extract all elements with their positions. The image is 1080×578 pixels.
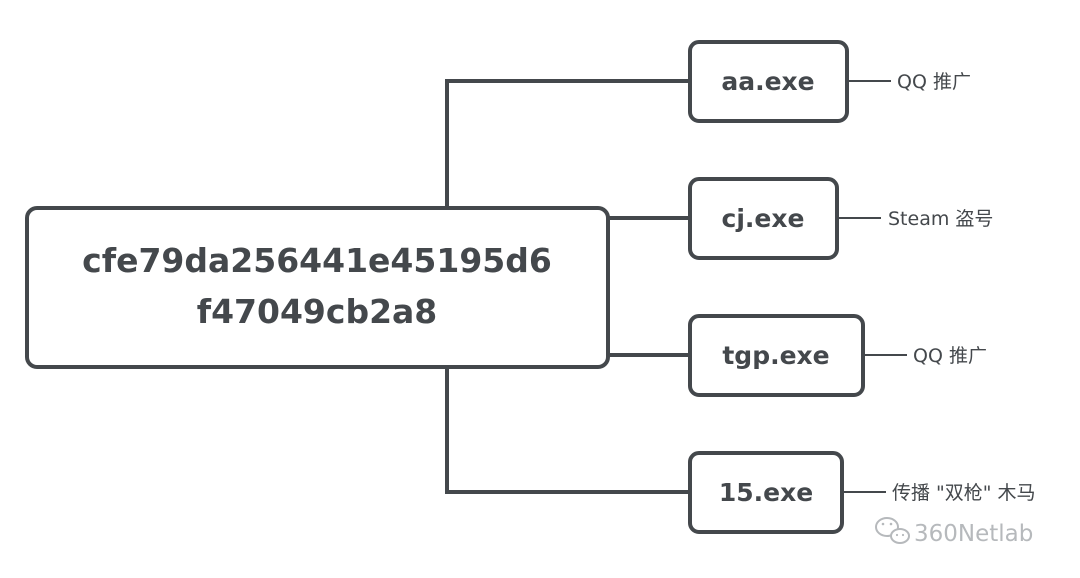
watermark-text: 360Netlab: [914, 521, 1033, 547]
root-hash-line-1: cfe79da256441e45195d6: [82, 241, 552, 280]
child-box-tgp: [688, 314, 865, 397]
connector-aa: [445, 79, 692, 210]
child-name-15: 15.exe: [719, 478, 813, 507]
root-node: cfe79da256441e45195d6 f47049cb2a8: [25, 206, 610, 369]
child-node-15: 15.exe: [688, 451, 844, 534]
connectors: [445, 79, 907, 494]
watermark: 360Netlab: [875, 517, 1033, 547]
child-label-15: 传播 "双枪" 木马: [892, 482, 1036, 504]
child-box-cj: [688, 177, 839, 260]
wechat-icon: [875, 517, 910, 544]
child-label-aa: QQ 推广: [897, 71, 971, 93]
child-name-cj: cj.exe: [722, 204, 805, 233]
connector-15: [445, 365, 692, 494]
child-label-cj: Steam 盗号: [888, 208, 993, 230]
child-box-aa: [688, 40, 849, 123]
child-label-tgp: QQ 推广: [913, 345, 987, 367]
child-box-15: [688, 451, 844, 534]
root-box: [25, 206, 610, 369]
root-hash-line-2: f47049cb2a8: [197, 292, 438, 331]
child-node-cj: cj.exe: [688, 177, 839, 260]
child-node-tgp: tgp.exe: [688, 314, 865, 397]
child-name-tgp: tgp.exe: [722, 341, 829, 370]
child-node-aa: aa.exe: [688, 40, 849, 123]
child-name-aa: aa.exe: [721, 67, 814, 96]
